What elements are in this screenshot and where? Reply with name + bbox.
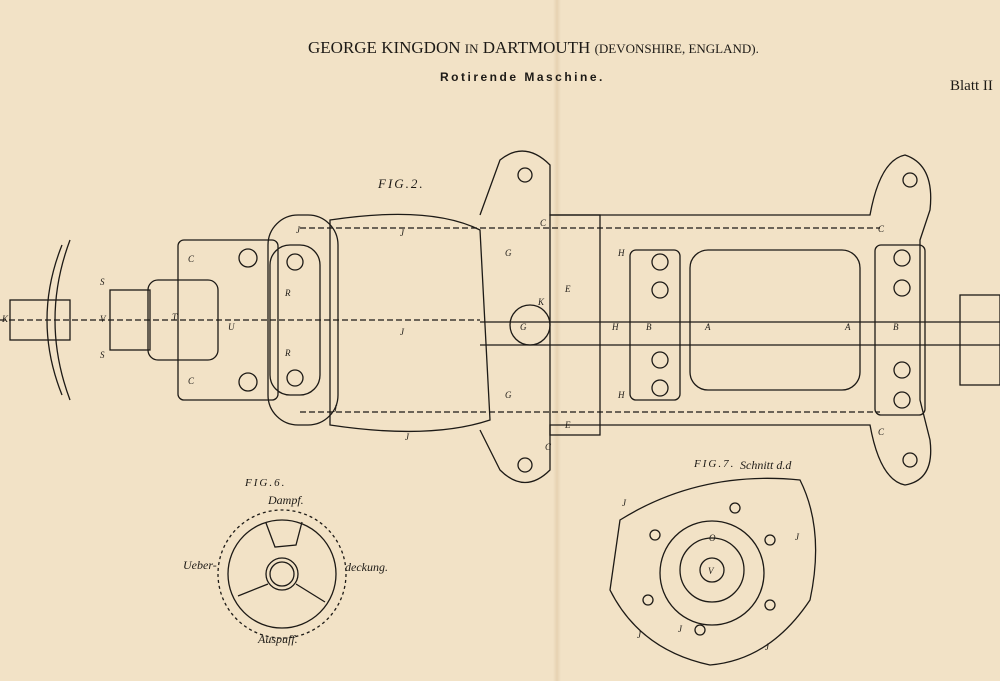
part-letter: J (405, 432, 410, 442)
fig7-caption: Schnitt d.d (740, 458, 792, 472)
fig6-auspuff: Auspuff. (258, 632, 298, 646)
fig7-label: FIG.7. (694, 458, 736, 470)
part-letter: C (540, 218, 547, 228)
part-letter: J (296, 225, 301, 235)
part-letter: G (505, 248, 512, 258)
part-letter: J (637, 630, 642, 640)
part-letter: U (228, 322, 235, 332)
part-letter: C (878, 427, 885, 437)
fig6-dampf: Dampf. (268, 493, 304, 507)
city: DARTMOUTH (482, 38, 591, 57)
part-letter: C (188, 254, 195, 264)
part-letter: S (100, 350, 105, 360)
part-letter: C (188, 376, 195, 386)
part-letter: H (611, 322, 619, 332)
fig2-label: FIG.2. (378, 176, 425, 191)
sheet-number: Blatt II (950, 78, 993, 94)
part-letter: J (622, 498, 627, 508)
part-letter: R (284, 348, 291, 358)
part-letter: J (400, 228, 405, 238)
part-letter: R (284, 288, 291, 298)
title: GEORGE KINGDON IN DARTMOUTH (DEVONSHIRE,… (308, 38, 759, 58)
part-letter: T (172, 312, 178, 322)
inventor-name: GEORGE KINGDON (308, 38, 461, 57)
part-letter: A (844, 322, 851, 332)
fig6-label: FIG.6. (245, 477, 287, 489)
part-letter: J (333, 404, 338, 414)
part-letter: S (100, 277, 105, 287)
part-letter: E (564, 420, 571, 430)
part-letter: B (646, 322, 652, 332)
part-letter: J (678, 624, 683, 634)
part-letter: J (400, 327, 405, 337)
title-in: IN (464, 41, 479, 56)
part-letter: H (617, 248, 625, 258)
part-letter: G (520, 322, 527, 332)
part-letter: J (765, 642, 770, 652)
fig6-ueber: Ueber- (183, 558, 217, 572)
part-letter: C (878, 224, 885, 234)
part-letter: V (100, 314, 107, 324)
part-letter: B (893, 322, 899, 332)
part-letter: C (545, 442, 552, 452)
part-letter: K (1, 314, 9, 324)
subtitle: Rotirende Maschine. (440, 70, 605, 84)
fig2-drawing (0, 150, 1000, 486)
part-letter: K (537, 297, 545, 307)
part-letters: K S S V T U R R C C J J J J J G G G E E … (1, 218, 899, 652)
part-letter: E (564, 284, 571, 294)
fig7-drawing (609, 477, 817, 666)
part-letter: O (709, 533, 716, 543)
fig6-drawing (217, 509, 347, 639)
part-letter: A (704, 322, 711, 332)
page-fold (553, 0, 561, 681)
region: (DEVONSHIRE, ENGLAND). (594, 41, 759, 56)
part-letter: J (795, 532, 800, 542)
fig6-deckung: deckung. (345, 560, 388, 574)
part-letter: G (505, 390, 512, 400)
part-letter: V (708, 566, 715, 576)
part-letter: H (617, 390, 625, 400)
